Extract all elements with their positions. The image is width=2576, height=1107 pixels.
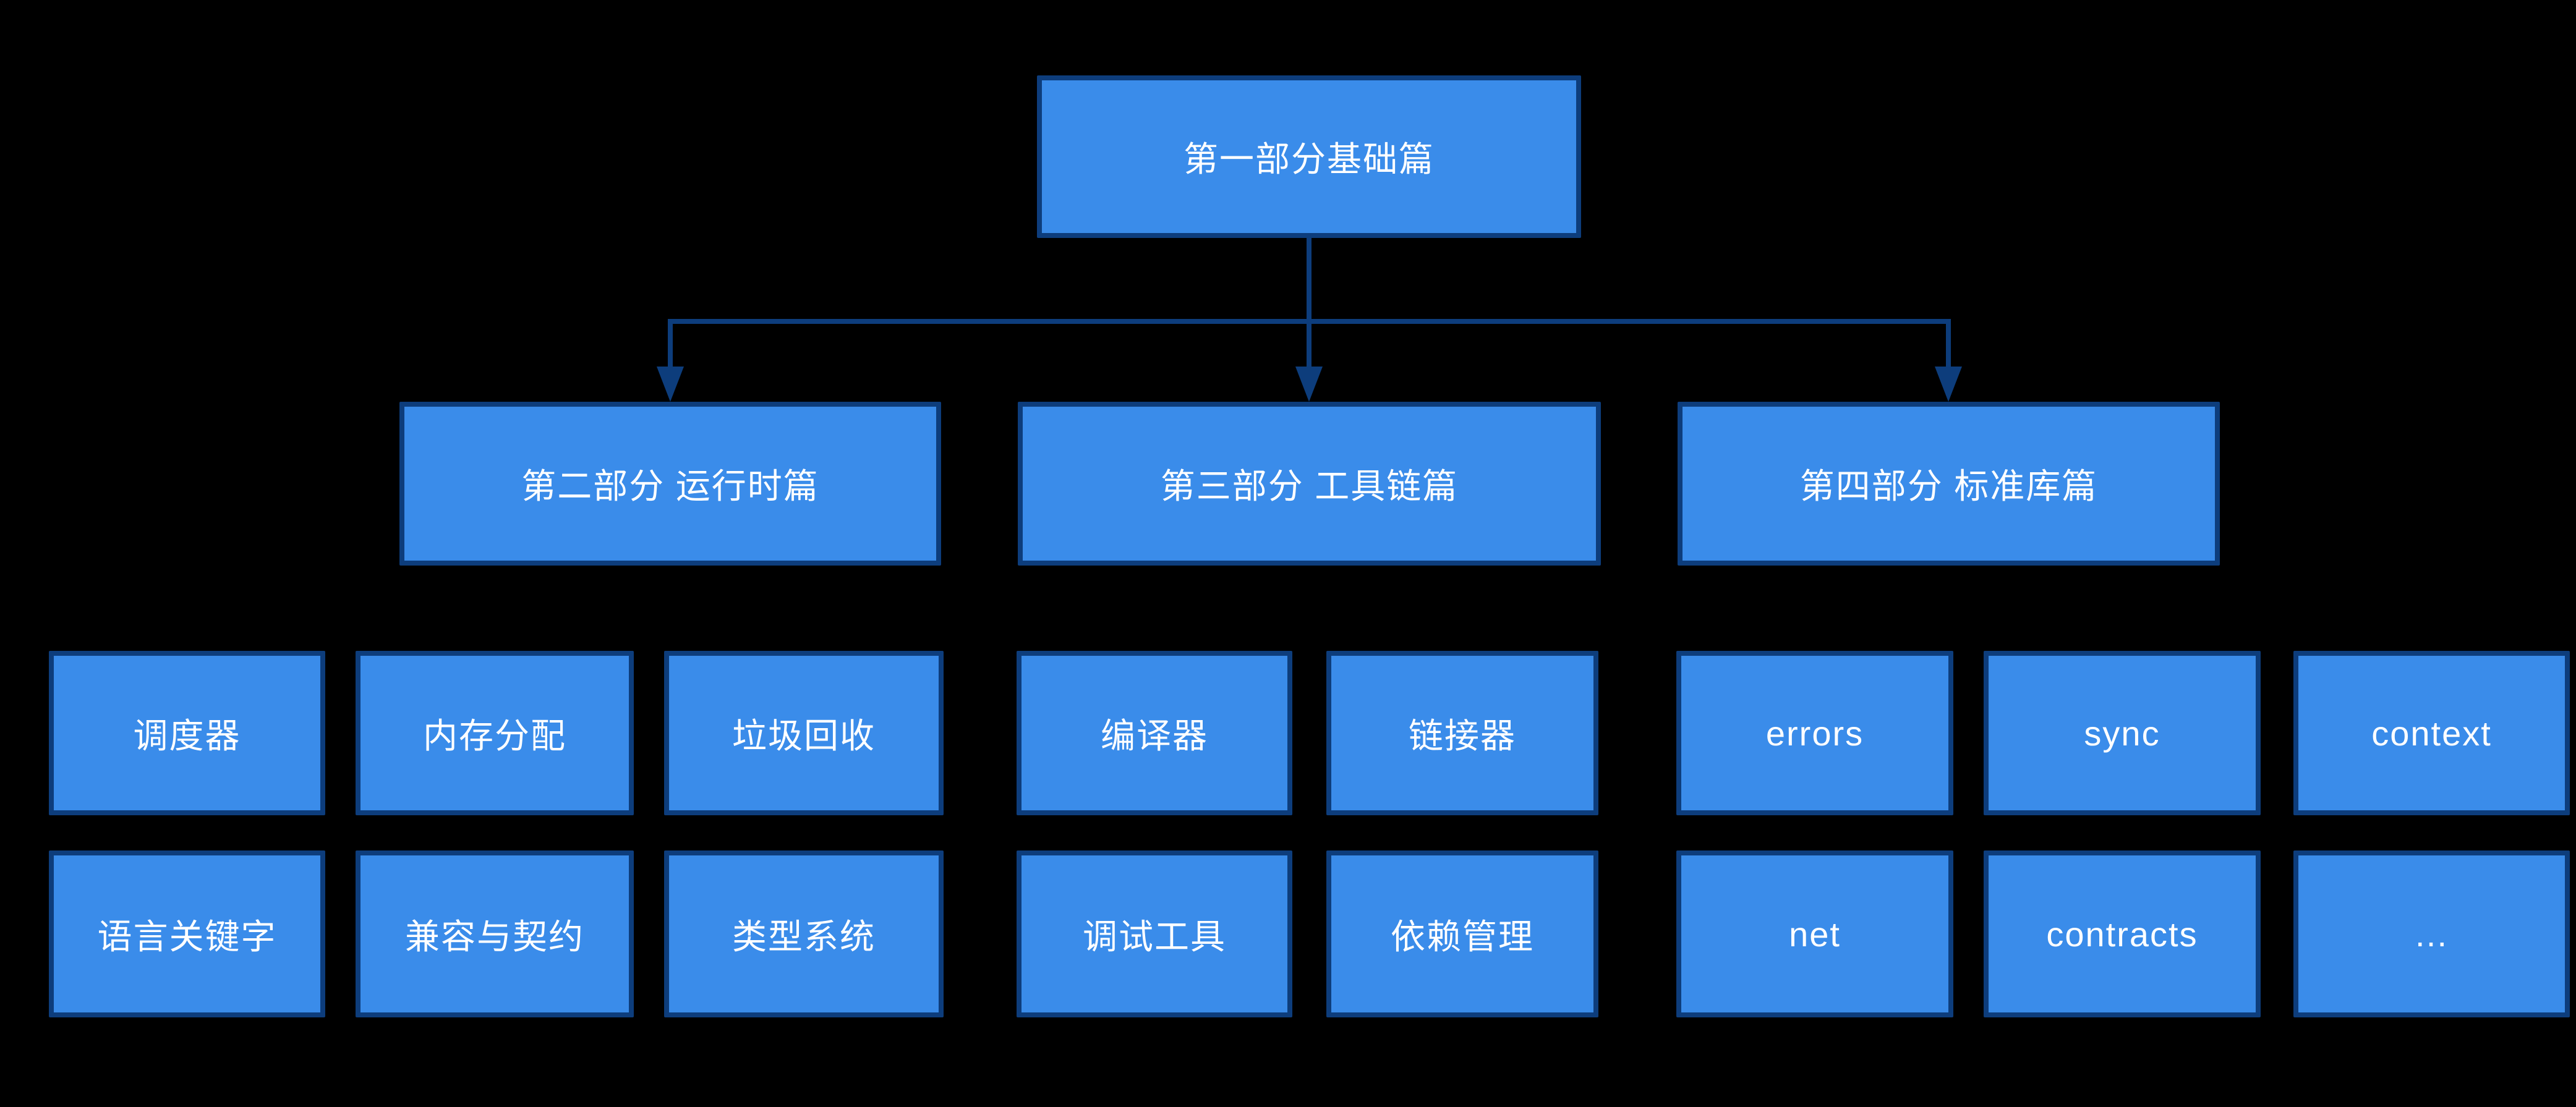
node-part1-label: 第一部分基础篇 (1184, 140, 1435, 179)
node-contracts: contracts (1984, 850, 2261, 1017)
node-type-system-label: 类型系统 (732, 917, 876, 956)
node-context: context (2293, 651, 2570, 815)
node-sync: sync (1984, 651, 2261, 815)
node-scheduler-label: 调度器 (133, 716, 241, 755)
node-debug-tools-label: 调试工具 (1083, 917, 1226, 956)
node-gc: 垃圾回收 (664, 651, 944, 815)
node-part2-runtime: 第二部分 运行时篇 (399, 402, 941, 566)
node-gc-label: 垃圾回收 (732, 716, 876, 755)
node-net: net (1676, 850, 1953, 1017)
node-part1-root: 第一部分基础篇 (1037, 75, 1581, 238)
node-part4-label: 第四部分 标准库篇 (1799, 467, 2098, 506)
node-errors: errors (1676, 651, 1953, 815)
node-contracts-label: contracts (2046, 914, 2198, 954)
arrow-down-icon-middle (1295, 367, 1323, 402)
node-type-system: 类型系统 (664, 850, 944, 1017)
node-keywords-label: 语言关键字 (97, 917, 277, 956)
connector-horizontal-bar (668, 319, 1951, 324)
node-linker-label: 链接器 (1409, 716, 1516, 755)
arrow-down-icon-left (657, 367, 684, 402)
node-errors-label: errors (1765, 713, 1864, 753)
node-memory-alloc-label: 内存分配 (423, 716, 566, 755)
node-scheduler: 调度器 (49, 651, 325, 815)
node-compiler: 编译器 (1017, 651, 1292, 815)
node-sync-label: sync (2084, 713, 2160, 753)
connector-stem-vertical (1307, 238, 1311, 370)
node-compat-label: 兼容与契约 (405, 917, 584, 956)
connector-drop-right (1946, 319, 1951, 370)
arrow-down-icon-right (1935, 367, 1962, 402)
node-context-label: context (2371, 713, 2492, 753)
node-compat: 兼容与契约 (356, 850, 634, 1017)
node-more-ellipsis-label: … (2413, 914, 2450, 954)
node-compiler-label: 编译器 (1101, 716, 1208, 755)
node-part4-stdlib: 第四部分 标准库篇 (1678, 402, 2220, 566)
node-dep-mgmt-label: 依赖管理 (1391, 917, 1534, 956)
node-net-label: net (1789, 914, 1841, 954)
connector-drop-left (668, 319, 673, 370)
node-memory-alloc: 内存分配 (356, 651, 634, 815)
node-debug-tools: 调试工具 (1017, 850, 1292, 1017)
node-part3-toolchain: 第三部分 工具链篇 (1018, 402, 1601, 566)
node-dep-mgmt: 依赖管理 (1326, 850, 1598, 1017)
node-part2-label: 第二部分 运行时篇 (521, 467, 819, 506)
node-linker: 链接器 (1326, 651, 1598, 815)
node-part3-label: 第三部分 工具链篇 (1160, 467, 1459, 506)
node-keywords: 语言关键字 (49, 850, 325, 1017)
node-more-ellipsis: … (2293, 850, 2570, 1017)
